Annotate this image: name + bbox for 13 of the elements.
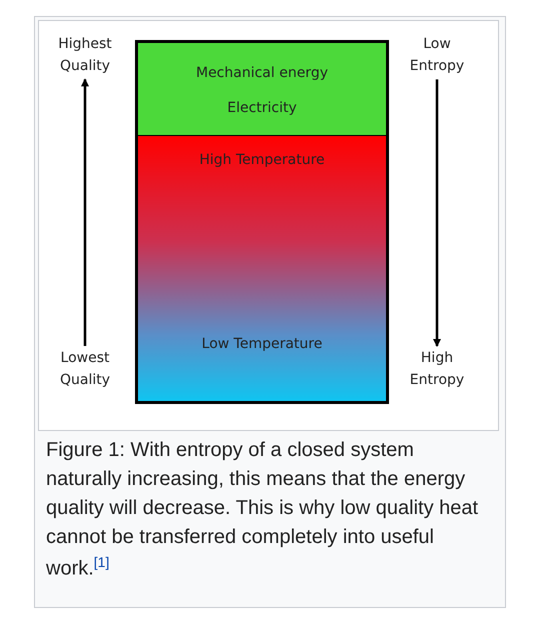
axis-label: Highest Quality <box>48 34 122 78</box>
figure-caption: Figure 1: With entropy of a closed system naturally increasing, this means that the energy quality will decrease. This is why low quality heat cannot be transferred completely into useful work.$^{[1]}$ <box>46 438 480 582</box>
axis-label: High Entropy <box>398 348 476 392</box>
arrow <box>433 79 441 347</box>
energy-band <box>135 40 389 138</box>
temperature-band <box>135 136 389 404</box>
band-label: Low Temperature <box>200 335 324 354</box>
axis-label: Lowest Quality <box>48 348 122 392</box>
band-label: Electricity <box>226 99 298 118</box>
band-label: High Temperature <box>198 151 326 170</box>
axis-label: Low Entropy <box>398 34 476 78</box>
arrow <box>81 78 89 346</box>
band-label: Mechanical energy <box>194 64 329 83</box>
